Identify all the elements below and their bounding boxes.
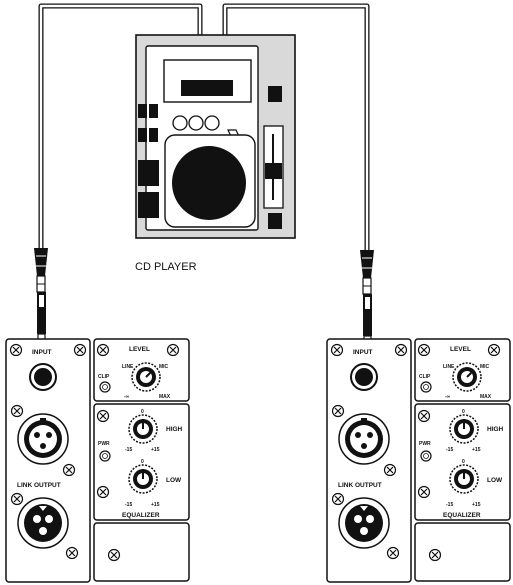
low-label: LOW — [487, 477, 503, 484]
screw-icon — [107, 548, 121, 562]
link-output-label: LINK OUTPUT — [17, 482, 61, 489]
eq-section: 0 HIGH -15 +15 PWR 0 LOW -15 +15 EQUALI — [414, 403, 511, 521]
low-plus-label: +15 — [472, 502, 481, 508]
cd-player — [135, 34, 296, 239]
input-label: INPUT — [32, 349, 52, 356]
mic-label: MIC — [159, 364, 169, 370]
blank-section — [93, 522, 190, 582]
level-min-label: -∞ — [124, 394, 130, 400]
cable-left — [38, 3, 203, 248]
high-label: HIGH — [487, 426, 504, 433]
high-plus-label: +15 — [151, 447, 160, 453]
link-output-label: LINK OUTPUT — [338, 482, 382, 489]
low-plus-label: +15 — [151, 502, 160, 508]
screw-icon — [96, 409, 110, 423]
level-min-label: -∞ — [445, 394, 451, 400]
line-label: LINE — [122, 364, 134, 370]
clip-label: CLIP — [419, 374, 431, 380]
blank-section — [414, 522, 511, 582]
screw-icon — [96, 343, 110, 357]
low-zero-label: 0 — [462, 459, 465, 465]
input-plate: INPUT LINK OUTPUT — [326, 338, 412, 583]
speaker-panel-left: INPUT LINK OUTPUT — [5, 338, 190, 583]
level-knob[interactable] — [131, 362, 161, 392]
input-plate: INPUT LINK OUTPUT — [5, 338, 91, 583]
pwr-label: PWR — [98, 441, 110, 447]
screw-icon — [417, 485, 431, 499]
high-minus-label: -15 — [446, 447, 453, 453]
screw-icon — [166, 343, 180, 357]
low-knob[interactable] — [128, 464, 158, 494]
equalizer-label: EQUALIZER — [443, 512, 481, 519]
screw-icon — [331, 404, 345, 418]
screw-icon — [383, 463, 397, 477]
eq-section: 0 HIGH -15 +15 PWR 0 LOW -15 +15 EQUALI — [93, 403, 190, 521]
xlr-output-icon — [338, 497, 390, 549]
speaker-panel-right: INPUT LINK OUTPUT — [326, 338, 511, 583]
power-led-icon — [420, 450, 432, 462]
level-section: LEVEL LINE MIC CLIP -∞ MAX — [93, 338, 190, 402]
level-knob[interactable] — [452, 362, 482, 392]
clip-led-icon — [99, 381, 111, 393]
screw-icon — [10, 492, 24, 506]
screw-icon — [487, 343, 501, 357]
screw-icon — [331, 492, 345, 506]
screw-icon — [428, 548, 442, 562]
screw-icon — [394, 343, 408, 357]
input-jack-icon — [29, 363, 57, 391]
screw-icon — [65, 546, 79, 560]
clip-led-icon — [420, 381, 432, 393]
level-label: LEVEL — [450, 346, 471, 353]
jog-wheel-icon — [172, 146, 246, 220]
high-knob[interactable] — [128, 414, 158, 444]
screw-icon — [330, 343, 344, 357]
screw-icon — [10, 404, 24, 418]
screw-icon — [417, 343, 431, 357]
high-label: HIGH — [166, 426, 183, 433]
xlr-input-icon — [17, 413, 69, 465]
low-label: LOW — [166, 477, 182, 484]
xlr-input-icon — [338, 413, 390, 465]
screw-icon — [9, 343, 23, 357]
level-label: LEVEL — [129, 346, 150, 353]
high-minus-label: -15 — [125, 447, 132, 453]
low-knob[interactable] — [449, 464, 479, 494]
high-plus-label: +15 — [472, 447, 481, 453]
cd-side-buttons — [138, 104, 159, 218]
screw-icon — [386, 546, 400, 560]
screw-icon — [62, 463, 76, 477]
cd-function-buttons — [172, 115, 220, 131]
screw-icon — [417, 409, 431, 423]
low-minus-label: -15 — [125, 502, 132, 508]
level-max-label: MAX — [159, 394, 171, 400]
cd-player-label: CD PLAYER — [135, 261, 197, 273]
low-zero-label: 0 — [141, 459, 144, 465]
clip-label: CLIP — [98, 374, 110, 380]
high-knob[interactable] — [449, 414, 479, 444]
low-minus-label: -15 — [446, 502, 453, 508]
screw-icon — [96, 485, 110, 499]
screw-icon — [73, 343, 87, 357]
mic-label: MIC — [480, 364, 490, 370]
pwr-label: PWR — [419, 441, 431, 447]
high-zero-label: 0 — [462, 409, 465, 415]
input-label: INPUT — [353, 349, 373, 356]
cable-right — [222, 3, 370, 250]
level-max-label: MAX — [480, 394, 492, 400]
level-section: LEVEL LINE MIC CLIP -∞ MAX — [414, 338, 511, 402]
power-led-icon — [99, 450, 111, 462]
input-jack-icon — [350, 363, 378, 391]
equalizer-label: EQUALIZER — [122, 512, 160, 519]
high-zero-label: 0 — [141, 409, 144, 415]
line-label: LINE — [443, 364, 455, 370]
xlr-output-icon — [17, 497, 69, 549]
